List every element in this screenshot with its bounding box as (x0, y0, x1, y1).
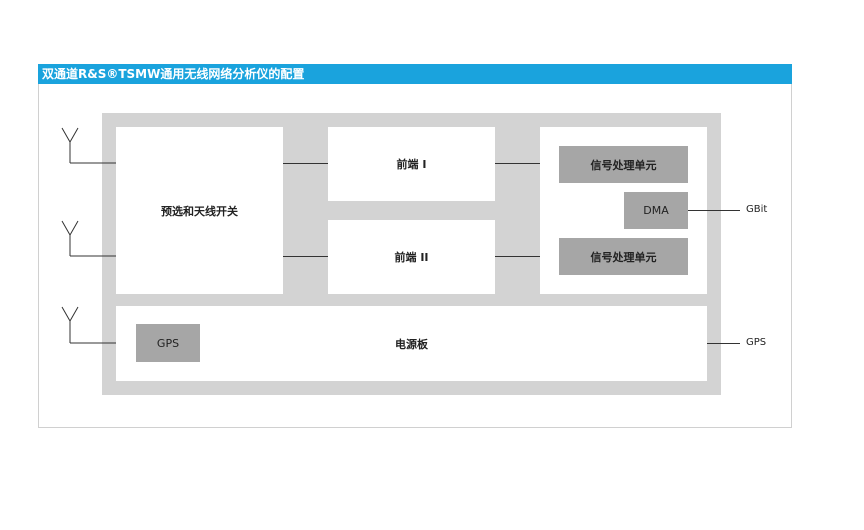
dma-block: DMA (624, 192, 688, 229)
power-board-block: 电源板 (116, 306, 707, 381)
figure-title: 双通道R&S®TSMW通用无线网络分析仪的配置 (38, 64, 792, 84)
connector-fe1-dsp1 (495, 163, 559, 164)
connector-fe2-dsp2 (495, 256, 559, 257)
frontend-2-block: 前端 II (328, 220, 495, 294)
preselector-label: 预选和天线开关 (161, 204, 238, 218)
connector-pre-fe2 (283, 256, 328, 257)
antenna-2-icon (61, 220, 116, 257)
dma-label: DMA (643, 204, 669, 217)
antenna-1-icon (61, 127, 116, 164)
gps-module-block: GPS (136, 324, 200, 362)
signal-processing-unit-2: 信号处理单元 (559, 238, 688, 275)
gps-module-label: GPS (156, 336, 180, 350)
gbit-output-label: GBit (746, 204, 768, 215)
preselector-antenna-switch-block: 预选和天线开关 (116, 127, 283, 294)
power-board-label: 电源板 (395, 337, 428, 351)
connector-power-gps (707, 343, 740, 344)
connector-pre-fe1 (283, 163, 328, 164)
signal-processing-unit-1: 信号处理单元 (559, 146, 688, 183)
dsp-1-label: 信号处理单元 (590, 158, 657, 172)
frontend-2-label: 前端 II (394, 251, 429, 264)
gps-output-label: GPS (746, 337, 767, 348)
frontend-1-block: 前端 I (328, 127, 495, 201)
frontend-1-label: 前端 I (396, 158, 427, 171)
dsp-2-label: 信号处理单元 (590, 250, 657, 264)
connector-dma-gbit (688, 210, 740, 211)
